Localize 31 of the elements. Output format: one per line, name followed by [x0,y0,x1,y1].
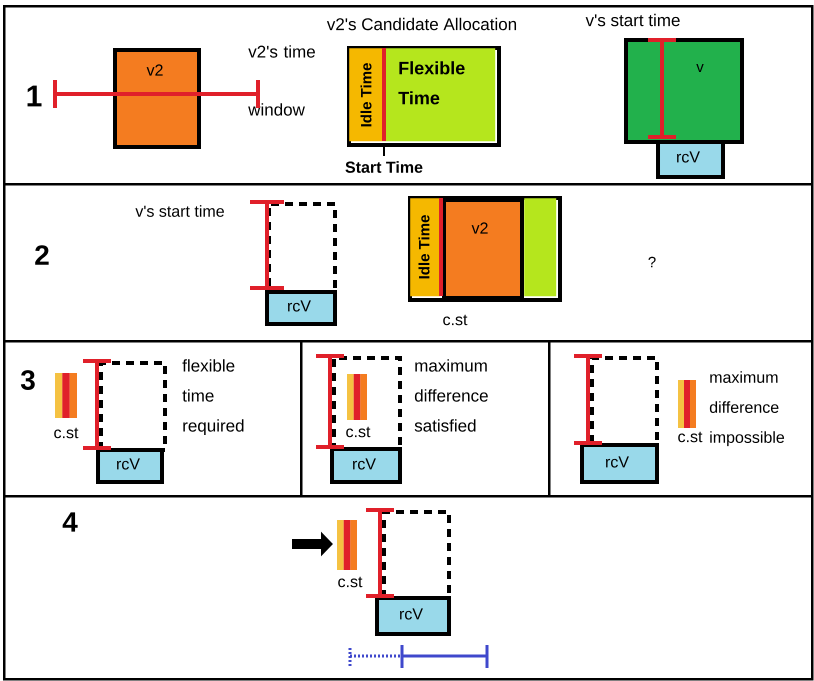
heading: v2's Candidate Allocation [326,18,516,30]
text-label: v2 [472,222,488,234]
text-label: rcV [288,300,311,312]
text-label: rcV [677,151,700,163]
panel-number: 2 [35,245,49,265]
text-label: maximum difference impossible [710,371,784,446]
text-label: v [696,64,704,72]
text-label: rcV [117,458,140,470]
text-label: c.st [678,432,702,442]
text-label: Flexible Time [398,61,465,104]
panel-number: 1 [28,86,42,106]
text-label: rcV [353,458,376,470]
text-label: v's start time [135,205,224,217]
text-label: v2's time window [248,45,315,116]
text-label: rcV [606,456,629,468]
text-label: flexible time required [182,359,244,436]
text-label: Idle Time [360,63,372,126]
panel-number: 3 [20,370,35,390]
text-label: c.st [346,426,370,438]
text-label: v's start time [586,14,680,26]
text-label: Start Time [345,161,422,173]
text-label: c.st [443,314,468,326]
bar-segment [524,198,556,296]
panel-number: 4 [62,512,78,532]
text-label: Idle Time [418,215,430,278]
text-label: maximum difference satisfied [414,359,488,432]
text-label: c.st [338,576,362,588]
text-label: c.st [54,428,78,438]
text-label: ? [648,256,656,268]
text-label: rcV [400,608,423,620]
text-label: v2 [146,64,163,76]
